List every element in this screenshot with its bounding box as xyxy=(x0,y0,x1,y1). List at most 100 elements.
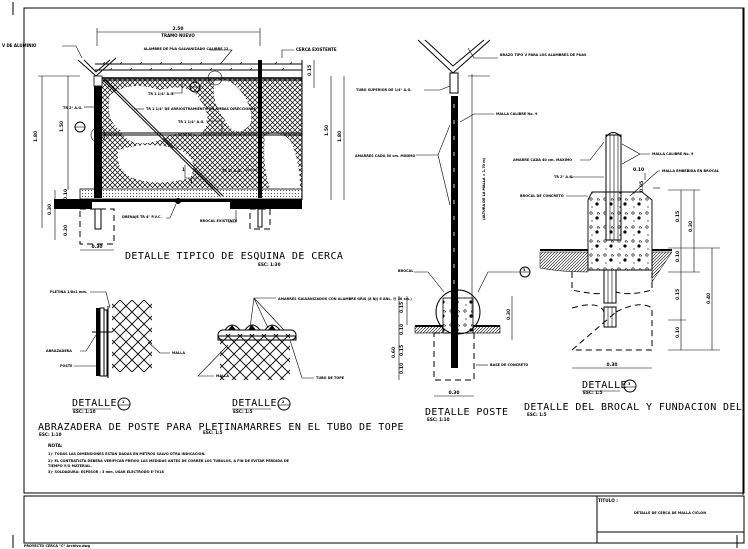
note-item: 1)- TODAS LAS DIMENSIONES ESTAN DADAS EN… xyxy=(48,452,206,456)
detail-1-scale: ESC: 1:10 xyxy=(73,409,96,414)
malla-2-label: MALLA xyxy=(216,374,229,378)
section-scale-left: ESC: 1:10 xyxy=(39,432,62,437)
amarres-poste-label: AMARRES CADA 50 cm. MINIMO xyxy=(355,154,416,158)
detail-2-tubo-tope: AMARRES GALVANIZADOS CON ALAMBRE GRIS (8… xyxy=(197,297,412,414)
brocal-concreto-label: BROCAL DE CONCRETO xyxy=(520,194,564,198)
dim-top: 0.15 xyxy=(307,65,313,76)
dim-brocal-post: 0.10 xyxy=(633,167,644,173)
detail-3-number: 3 xyxy=(628,382,631,386)
dim-poste-f: 0.30 xyxy=(506,309,512,320)
dim-brocal-b: 0.30 xyxy=(688,221,694,232)
post-pipe xyxy=(451,96,458,368)
dim-total: 1.80 xyxy=(33,131,39,142)
tramo-label: TRAMO NUEVO xyxy=(161,33,195,38)
dim-brocal-e: 0.10 xyxy=(675,327,681,338)
callout-3-number: 3 xyxy=(523,268,526,272)
detail-1-number: 1 xyxy=(122,400,125,404)
line-post xyxy=(258,60,262,198)
detail-2-scale: ESC: 1:5 xyxy=(233,409,253,414)
dim-total-right: 1.80 xyxy=(337,131,343,142)
dim-brocal-c: 0.10 xyxy=(675,251,681,262)
drenaje-label: DRENAJE TR 4" P.V.C. xyxy=(122,215,162,219)
abrazadera-label: ABRAZADERA xyxy=(46,349,72,353)
tubo-brocal-label: TR 2" A.G. xyxy=(554,175,573,179)
dim-brocal-a: 0.15 xyxy=(675,211,681,222)
dim-found-2: 0.20 xyxy=(63,225,69,236)
note-item: 2)- EL CONTRATISTA DEBERA VERIFICAR PREV… xyxy=(48,459,290,463)
dim-brocal-width: 0.30 xyxy=(606,362,617,368)
brocal-concrete xyxy=(587,191,653,271)
tubo-superior-label: TR 1 1/4" A.G. xyxy=(148,92,175,96)
dim-malla: 1.50 xyxy=(59,121,65,132)
detail-1-abrazadera: PLETINA 1/8x1 mm. ABRAZADERA POSTE MALLA… xyxy=(46,290,185,414)
notes: NOTA: 1)- TODAS LAS DIMENSIONES ESTAN DA… xyxy=(48,443,290,474)
tubo-poste-label: TR 2" A.G. xyxy=(222,169,241,173)
dim-base: 0.10 xyxy=(63,189,69,200)
dim-found-1: 0.30 xyxy=(47,204,53,215)
section-scale-right: ESC: 1:5 xyxy=(203,430,223,435)
base-concreto-label: BASE DE CONCRETO xyxy=(490,363,528,367)
brazo-label: BRAZO TIPO V PARA LOS ALAMBRES DE PUAS xyxy=(500,53,587,57)
slope-label-2: 1 xyxy=(190,179,193,184)
title-block-content: DETALLE DE CERCA DE MALLA CICLON xyxy=(634,511,706,515)
tubo-arriostre-label: TR 1 1/4" DE ARRIOSTRAMIENTO EN AMBAS DI… xyxy=(146,107,256,111)
span-dimension: 2.50 xyxy=(172,26,183,32)
corner-post xyxy=(94,80,102,198)
detail-2-number: 2 xyxy=(282,400,285,404)
brocal-label: BROCAL xyxy=(398,269,414,273)
detail-1-label: DETALLE xyxy=(72,398,117,409)
detail-3-scale: ESC: 1:5 xyxy=(583,390,603,395)
detail-esquina-de-cerca: 2.50 TRAMO NUEVO xyxy=(2,26,345,267)
detail-1-callout xyxy=(117,397,131,411)
poste-label: POSTE xyxy=(60,364,73,368)
dim-brocal-d: 0.15 xyxy=(675,289,681,300)
dim-poste-b: 0.10 xyxy=(399,324,405,335)
detail-esquina-title: DETALLE TIPICO DE ESQUINA DE CERCA xyxy=(125,251,343,262)
altura-malla-label: (ALTURA DE LA MALLA = 1.70 m) xyxy=(482,157,486,220)
dim-poste-a: 0.15 xyxy=(399,302,405,313)
detail-2-label: DETALLE xyxy=(232,398,277,409)
malla-poste-label: MALLA CALIBRE No. 9 xyxy=(496,112,538,116)
amarre-brocal-label: AMARRE CADA 40 cm. MAXIMO xyxy=(513,158,572,162)
dim-brocal-top: 0.05 xyxy=(639,181,645,192)
malla-brocal-label: MALLA CALIBRE No. 9 xyxy=(652,152,694,156)
note-item: 3)- SOLDADURA: ESPESOR : 3 mm. USAR ELEC… xyxy=(48,470,164,474)
detail-3-label: DETALLE xyxy=(582,380,627,391)
sheet-frame xyxy=(12,2,745,548)
dim-poste-width: 0.30 xyxy=(448,390,459,396)
dim-poste-d: 0.10 xyxy=(399,363,405,374)
alambre-puas-label: ALAMBRE DE PUA GALVANIZADO CALIBRE 12 xyxy=(144,47,229,51)
amarres-galvanizados-label: AMARRES GALVANIZADOS CON ALAMBRE GRIS (8… xyxy=(278,297,412,301)
dim-malla-right: 1.50 xyxy=(324,125,330,136)
notes-heading: NOTA: xyxy=(48,443,63,448)
footer-path: PROYECTO CERCA "C" Archivo.dwg xyxy=(24,544,91,548)
detail-brocal-scale: ESC: 1:5 xyxy=(527,412,547,417)
slope-label: 1 xyxy=(182,167,185,172)
tubo-poste-izq-label: TR 2" A.G. xyxy=(63,106,82,110)
title-block: TITULO : DETALLE DE CERCA DE MALLA CICLO… xyxy=(598,498,706,515)
pletina-label: PLETINA 1/8x1 mm. xyxy=(50,290,87,294)
detail-brocal-fundacion: AMARRE CADA 40 cm. MAXIMO MALLA CALIBRE … xyxy=(513,132,748,417)
malla-1-label: MALLA xyxy=(172,351,185,355)
detail-poste-title: DETALLE POSTE xyxy=(425,407,508,418)
tubo-superior-poste-label: TUBO SUPERIOR DE 1/4" A.G. xyxy=(356,88,412,92)
note-item: TIEMPO Y/O MATERIAL. xyxy=(48,464,92,468)
cerca-existente-label: CERCA EXISTENTE xyxy=(296,47,337,52)
brocal-existente-label: BROCAL EXISTENTE xyxy=(200,219,238,223)
dim-poste-c: 0.15 xyxy=(399,345,405,356)
detail-2-callout xyxy=(277,397,291,411)
detail-brocal-title: DETALLE DEL BROCAL Y FUNDACION DEL POSTE xyxy=(524,402,748,413)
barbed-wire xyxy=(102,61,293,71)
dim-poste-e: 0.60 xyxy=(391,347,397,358)
section-title: ABRAZADERA DE POSTE PARA PLETINAMARRES E… xyxy=(38,422,404,433)
dim-brocal-f: 0.40 xyxy=(706,293,712,304)
v-aluminio-label: V DE ALUMINIO xyxy=(2,43,37,48)
dim-width: 0.30 xyxy=(91,244,102,250)
detail-poste-scale: ESC: 1:10 xyxy=(427,417,450,422)
detail-esquina-scale: ESC: 1:30 xyxy=(258,262,281,267)
tubo-tope-label: TUBO DE TOPE xyxy=(316,376,345,380)
tubo-medio-label: TR 1 1/4" A.G. xyxy=(178,120,205,124)
title-block-label: TITULO : xyxy=(598,498,618,503)
malla-embebida-label: MALLA EMBEBIDA EN BROCAL xyxy=(662,169,720,173)
